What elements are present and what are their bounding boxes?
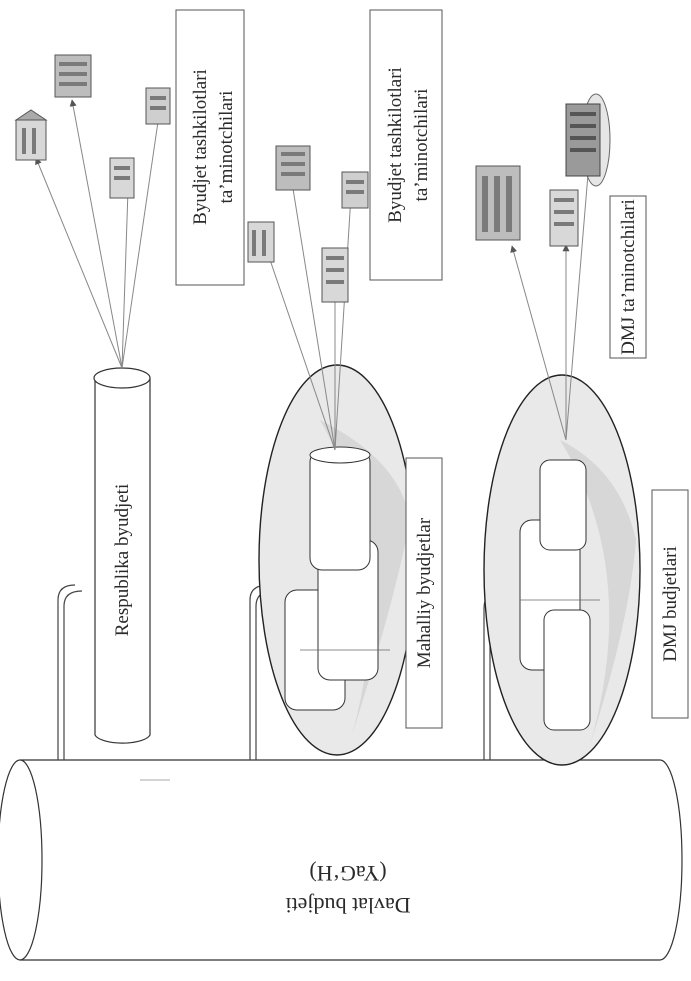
building-icon [475,165,521,241]
dmj-budjetlari-box: DMJ budjetlari [651,489,689,719]
building-icon [54,54,92,98]
dmj-taminotchilari-label: DMJ ta’minotchilari [618,199,639,355]
mahalliy-taminotchilari-line1: Byudjet tashkilotlari [385,67,406,223]
mahalliy-taminotchilari-box: Byudjet tashkilotlari ta’minotchilari [369,9,443,281]
building-icon [14,109,48,161]
dmj-budjetlari-label: DMJ budjetlari [660,546,681,662]
mahalliy-budjetlar-box: Mahalliy byudjetlar [405,457,443,729]
building-icon [321,247,349,303]
mahalliy-budjetlar-label: Mahalliy byudjetlar [414,517,435,668]
respublika-taminotchilari-line2: ta’minotchilari [216,91,237,204]
building-icon [247,221,275,263]
building-icon [145,87,171,125]
mahalliy-taminotchilari-line2: ta’minotchilari [411,89,432,202]
building-icon [275,145,311,191]
respublika-taminotchilari-line1: Byudjet tashkilotlari [190,69,211,225]
davlat-budjeti-subtitle: (YaG‘H) [309,861,386,886]
building-icon [341,171,369,209]
building-icon [109,157,135,199]
building-icon [565,93,611,187]
building-icon [549,189,579,247]
dmj-budjetlari-group [483,374,641,766]
dmj-taminotchilari-box: DMJ ta’minotchilari [609,195,647,359]
respublika-taminotchilari-box: Byudjet tashkilotlari ta’minotchilari [175,9,245,286]
davlat-budjeti-cylinder: Davlat budjeti (YaG‘H) [0,759,683,961]
davlat-budjeti-label: Davlat budjeti [285,893,410,918]
respublika-budjeti-label: Respublika byudjeti [112,484,133,637]
mahalliy-budjetlar-group [258,364,416,756]
respublika-budjeti-cylinder: Respublika byudjeti [93,367,151,744]
